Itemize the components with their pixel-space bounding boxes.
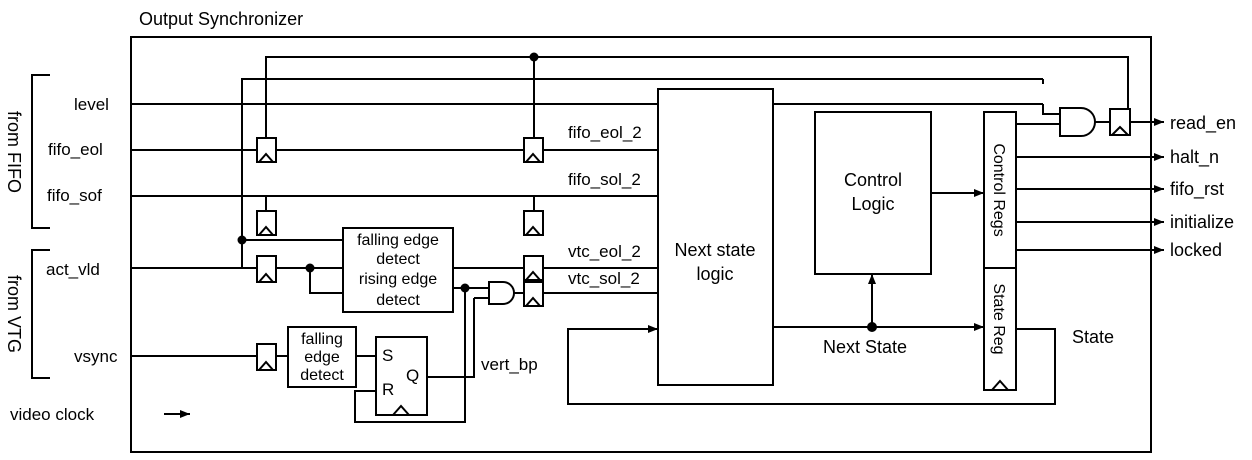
next-state-logic-block	[657, 88, 774, 386]
vtg-group-bracket	[31, 249, 50, 379]
output-read-en-label: read_en	[1170, 113, 1236, 134]
fifo-eol-2-label: fifo_eol_2	[568, 123, 642, 142]
flop-read-en	[1109, 108, 1131, 136]
fifo-group-bracket	[31, 74, 50, 229]
diagram-title: Output Synchronizer	[139, 9, 303, 29]
wire-act-vld-rising	[309, 268, 343, 294]
next-state-logic-label-2: logic	[696, 264, 733, 284]
wire-state-feedback	[567, 325, 1056, 405]
input-act-vld-label: act_vld	[46, 260, 100, 279]
next-state-logic-label-1: Next state	[674, 240, 755, 260]
from-fifo-label: from FIFO	[4, 111, 24, 193]
falling-edge-bottom-label-3: detect	[300, 367, 344, 384]
flop-vsync	[256, 343, 277, 371]
next-state-label: Next State	[823, 337, 907, 357]
input-video-clock-label: video clock	[10, 405, 95, 424]
falling-edge-bottom-label-2: edge	[304, 349, 340, 366]
flop-vtc-sol	[523, 281, 544, 307]
input-level-label: level	[74, 95, 109, 114]
wire-level-to-and	[1042, 104, 1060, 115]
control-regs-label: Control Regs	[990, 143, 1007, 236]
input-vsync-label: vsync	[74, 347, 118, 366]
input-fifo-sof-label: fifo_sof	[47, 186, 102, 205]
sr-latch-s-label: S	[382, 346, 393, 365]
flop-fifo-sof-2	[523, 210, 544, 236]
and-gate-read-en	[1059, 107, 1096, 137]
sr-latch-r-label: R	[382, 380, 394, 399]
falling-edge-bottom-label-1: falling	[301, 331, 343, 348]
output-halt-n-label: halt_n	[1170, 147, 1219, 168]
input-fifo-eol-label: fifo_eol	[48, 140, 103, 159]
output-initialize-label: initialize	[1170, 212, 1234, 232]
falling-edge-detect-label-1: falling edge	[357, 232, 439, 249]
sr-latch-q-label: Q	[406, 366, 419, 385]
module-border	[130, 36, 1152, 453]
from-vtg-label: from VTG	[4, 275, 24, 353]
control-logic-block	[814, 111, 932, 275]
output-fifo-rst-label: fifo_rst	[1170, 179, 1224, 200]
vtc-sol-2-label: vtc_sol_2	[568, 269, 640, 288]
rising-edge-detect-label-1: rising edge	[359, 271, 437, 288]
flop-fifo-eol-1	[256, 137, 277, 163]
control-logic-label-1: Control	[844, 170, 902, 190]
wire-enable-loop	[241, 78, 1043, 268]
state-label: State	[1072, 327, 1114, 347]
vert-bp-label: vert_bp	[481, 355, 538, 374]
wire-top-enable	[265, 56, 1129, 138]
wire-vert-bp-route	[427, 298, 475, 378]
sr-latch-block	[375, 336, 428, 416]
state-reg-label: State Reg	[990, 283, 1007, 354]
flop-fifo-eol-2	[523, 137, 544, 163]
state-reg-block	[983, 267, 1017, 391]
vtc-eol-2-label: vtc_eol_2	[568, 242, 641, 261]
falling-edge-detect-label-2: detect	[376, 251, 420, 268]
flop-act-vld	[256, 255, 277, 283]
flop-vtc-eol	[523, 255, 544, 281]
flop-fifo-sof-1	[256, 210, 277, 236]
fifo-sol-2-label: fifo_sol_2	[568, 170, 641, 189]
and-gate-vtc	[488, 281, 515, 305]
rising-edge-detect-label-2: detect	[376, 292, 420, 309]
junction-top	[529, 52, 539, 62]
control-logic-label-2: Logic	[851, 194, 894, 214]
control-regs-block	[983, 111, 1017, 269]
output-locked-label: locked	[1170, 240, 1222, 260]
edge-detect-block	[342, 227, 454, 313]
